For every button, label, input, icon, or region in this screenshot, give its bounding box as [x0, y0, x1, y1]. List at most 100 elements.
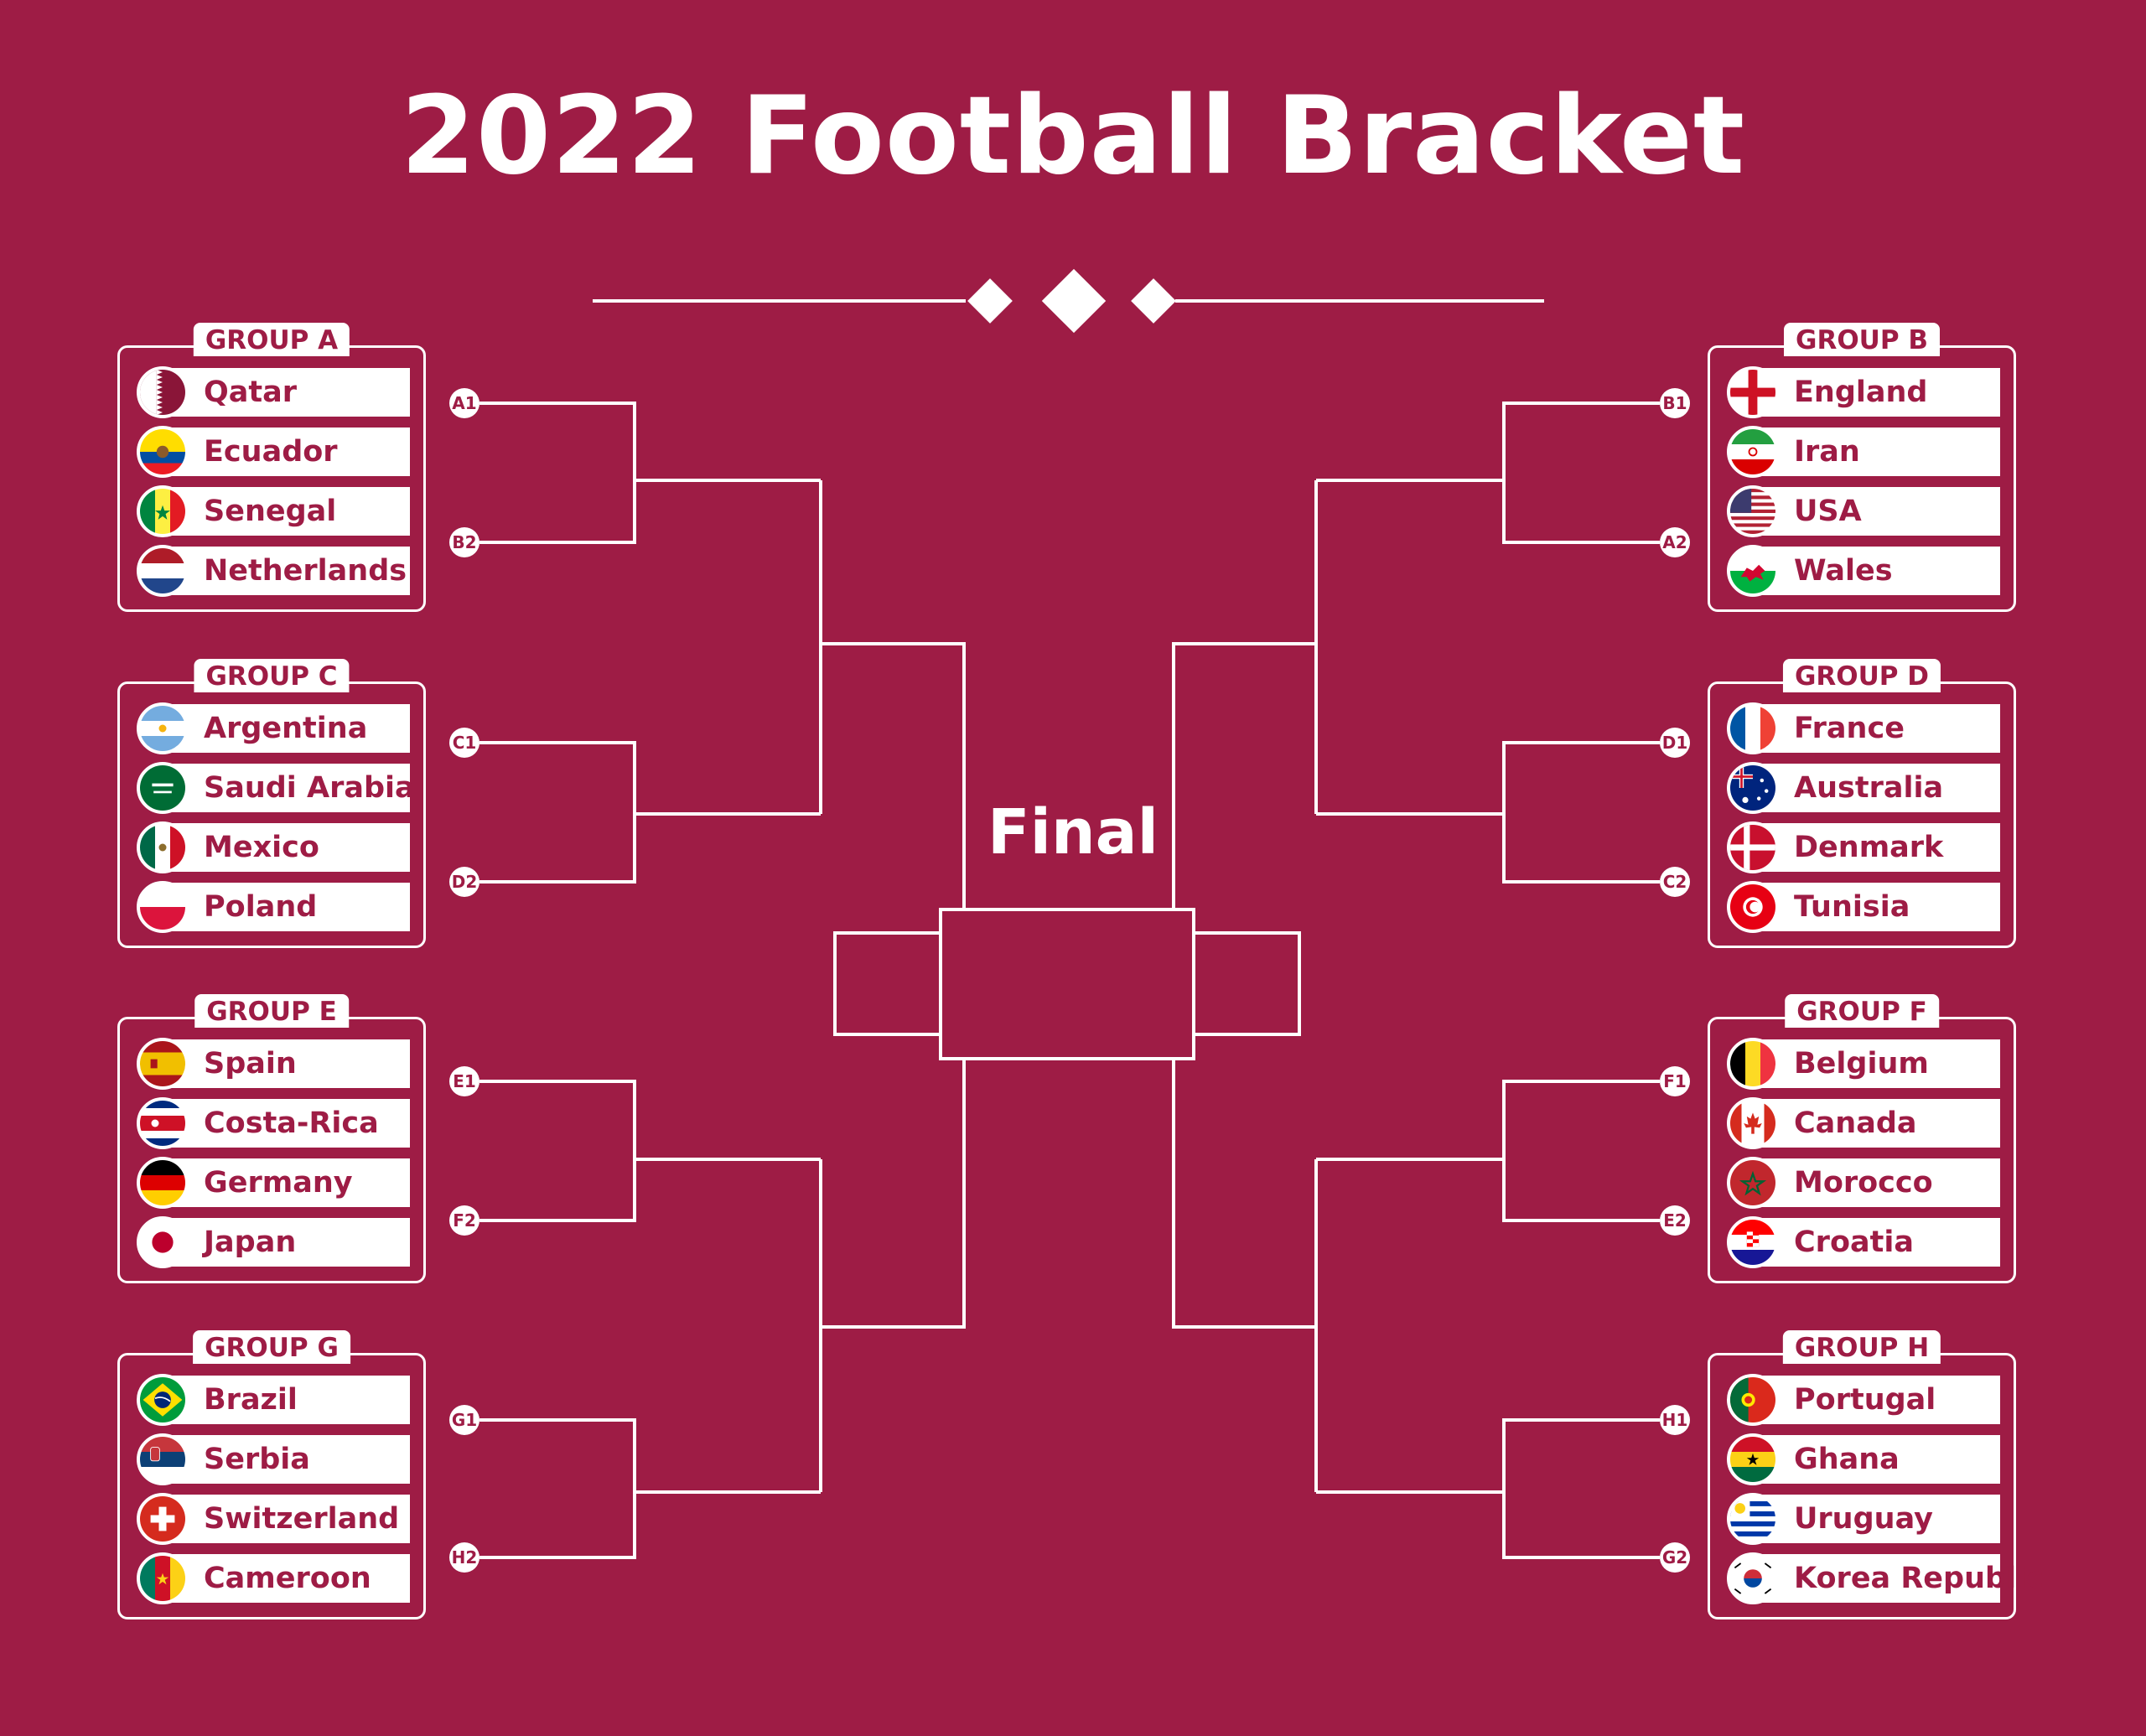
team-name: Argentina [204, 712, 368, 745]
team-row: Denmark [1727, 821, 2000, 873]
team-name-bar [1760, 1435, 2000, 1484]
saudi-arabia-flag-icon [137, 762, 189, 814]
seed-badge-d1: D1 [1660, 728, 1690, 758]
team-name-bar [170, 704, 410, 753]
team-name: Croatia [1794, 1226, 1914, 1259]
team-name-bar [170, 487, 410, 536]
tunisia-flag-icon [1727, 881, 1779, 933]
england-flag-icon [1727, 366, 1779, 418]
team-name: Mexico [204, 831, 319, 864]
team-name: Korea Republic [1794, 1562, 2044, 1595]
team-name-bar [1760, 823, 2000, 872]
seed-badge-c1: C1 [449, 728, 479, 758]
team-name: Netherlands [204, 554, 407, 588]
bracket-connector-b1-a2 [1316, 402, 1660, 544]
team-row: Germany [137, 1157, 410, 1209]
bracket-connector-g1-h2 [479, 1418, 821, 1559]
team-name: Ghana [1794, 1443, 1900, 1476]
argentina-flag-icon [137, 702, 189, 754]
seed-badge-a1: A1 [449, 388, 479, 418]
seed-badge-f2: F2 [449, 1205, 479, 1236]
france-flag-icon [1727, 702, 1779, 754]
ecuador-flag-icon [137, 426, 189, 478]
team-name: Canada [1794, 1106, 1917, 1140]
team-name-bar [1760, 547, 2000, 595]
team-name-bar [1760, 1376, 2000, 1424]
croatia-flag-icon [1727, 1216, 1779, 1268]
spain-flag-icon [137, 1038, 189, 1090]
korea-republic-flag-icon [1727, 1552, 1779, 1604]
serbia-flag-icon [137, 1433, 189, 1485]
ghana-flag-icon [1727, 1433, 1779, 1485]
team-row: Brazil [137, 1374, 410, 1426]
team-row: Korea Republic [1727, 1552, 2044, 1604]
team-row: Portugal [1727, 1374, 2000, 1426]
team-row: Wales [1727, 545, 2000, 597]
team-row: Mexico [137, 821, 410, 873]
morocco-flag-icon [1727, 1157, 1779, 1209]
bracket-connector-f1-e2 [1316, 1080, 1660, 1222]
team-name: Switzerland [204, 1502, 400, 1536]
team-row: Argentina [137, 702, 410, 754]
team-name-bar [1760, 704, 2000, 753]
cameroon-flag-icon [137, 1552, 189, 1604]
mexico-flag-icon [137, 821, 189, 873]
team-name-bar [1760, 1218, 2000, 1267]
team-name-bar [1760, 487, 2000, 536]
team-name: Denmark [1794, 831, 1944, 864]
team-row: Uruguay [1727, 1493, 2000, 1545]
team-row: Iran [1727, 426, 2000, 478]
japan-flag-icon [137, 1216, 189, 1268]
netherlands-flag-icon [137, 545, 189, 597]
team-row: Japan [137, 1216, 410, 1268]
group-d-label: GROUP D [1782, 659, 1941, 692]
bracket-connector-right-bottom-quarter [1172, 1060, 1318, 1492]
denmark-flag-icon [1727, 821, 1779, 873]
team-name: Serbia [204, 1443, 310, 1476]
team-name: Saudi Arabia [204, 771, 415, 805]
costa-rica-flag-icon [137, 1097, 189, 1149]
bracket-connector-a1-b2 [479, 402, 821, 544]
team-row: Qatar [137, 366, 410, 418]
group-f-label: GROUP F [1785, 994, 1939, 1028]
team-name-bar [1760, 1039, 2000, 1088]
team-name: USA [1794, 495, 1862, 528]
wales-flag-icon [1727, 545, 1779, 597]
team-name-bar [1760, 1099, 2000, 1148]
team-name-bar [1760, 428, 2000, 476]
page-title: 2022 Football Bracket [400, 74, 1746, 199]
team-name-bar [1760, 764, 2000, 812]
team-row: Australia [1727, 762, 2000, 814]
team-name-bar [1760, 883, 2000, 931]
team-row: Poland [137, 881, 410, 933]
seed-badge-b2: B2 [449, 527, 479, 557]
team-name: Brazil [204, 1383, 298, 1417]
seed-badge-f1: F1 [1660, 1066, 1690, 1096]
team-row: Croatia [1727, 1216, 2000, 1268]
bracket-connector-left-top-quarter [819, 480, 966, 909]
team-name-bar [170, 1554, 410, 1603]
team-name: Wales [1794, 554, 1893, 588]
team-name: Poland [204, 890, 318, 924]
team-name-bar [1760, 1495, 2000, 1543]
team-name-bar [1760, 368, 2000, 417]
seed-badge-e1: E1 [449, 1066, 479, 1096]
iran-flag-icon [1727, 426, 1779, 478]
group-a-label: GROUP A [193, 323, 350, 356]
team-row: USA [1727, 485, 2000, 537]
team-name: England [1794, 376, 1928, 409]
team-name-bar [170, 1218, 410, 1267]
team-name: Costa-Rica [204, 1106, 379, 1140]
seed-badge-b1: B1 [1660, 388, 1690, 418]
bracket-connector-h1-g2 [1316, 1418, 1660, 1559]
team-name: Spain [204, 1047, 297, 1080]
team-row: Senegal [137, 485, 410, 537]
team-name-bar [170, 1435, 410, 1484]
semifinal-right-box [1192, 931, 1301, 1036]
bracket-connector-d1-c2 [1316, 741, 1660, 884]
team-name: Australia [1794, 771, 1944, 805]
poland-flag-icon [137, 881, 189, 933]
team-name: Senegal [204, 495, 337, 528]
team-row: Spain [137, 1038, 410, 1090]
